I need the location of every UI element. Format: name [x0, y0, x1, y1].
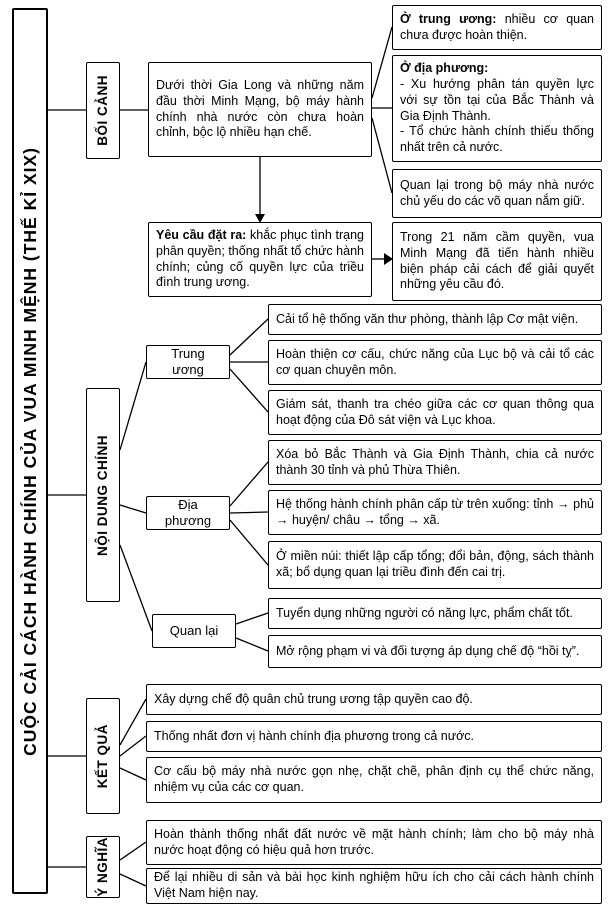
detail-quan-lai-text: Quan lại trong bộ máy nhà nước chủ yếu d… — [400, 177, 594, 208]
requirement-prefix: Yêu cầu đặt ra: — [156, 227, 247, 242]
boi-canh-detail-quan-lai-box: Quan lại trong bộ máy nhà nước chủ yếu d… — [392, 169, 602, 218]
boi-canh-detail-trung-uong-box: Ở trung ương: nhiều cơ quan chưa được ho… — [392, 5, 602, 50]
detail-trung-uong-text: nhiều cơ quan chưa được hoàn thiện. — [400, 11, 594, 42]
trung-uong-item-3: Giám sát, thanh tra chéo giữa các cơ qua… — [268, 390, 602, 435]
section-label-boi-canh-text: BỐI CẢNH — [95, 75, 111, 146]
branch-label-quan-lai: Quan lại — [152, 614, 236, 648]
y-nghia-item-2: Để lại nhiều di sản và bài học kinh nghi… — [146, 868, 602, 904]
section-label-boi-canh: BỐI CẢNH — [86, 62, 120, 159]
section-label-y-nghia: Ý NGHĨA — [86, 836, 120, 898]
quan-lai-item-2: Mở rộng phạm vi và đối tượng áp dụng chế… — [268, 635, 602, 668]
reform-result-box: Trong 21 năm cầm quyền, vua Minh Mạng đã… — [392, 222, 602, 301]
boi-canh-context-text: Dưới thời Gia Long và những năm đầu thời… — [156, 77, 364, 140]
ket-qua-item-3: Cơ cấu bộ máy nhà nước gọn nhẹ, chặt chẽ… — [146, 757, 602, 803]
requirement-box: Yêu cầu đặt ra: khắc phục tình trạng phâ… — [148, 222, 372, 297]
branch-label-dia-phuong: Địa phương — [146, 496, 230, 530]
ket-qua-item-1: Xây dựng chế độ quân chủ trung ương tập … — [146, 684, 602, 715]
requirement-text: khắc phục tình trạng phân quyền; thống n… — [156, 227, 364, 290]
dia-phuong-item-2: Hệ thống hành chính phân cấp từ trên xuố… — [268, 490, 602, 535]
ket-qua-item-2: Thống nhất đơn vị hành chính địa phương … — [146, 721, 602, 752]
diagram-title: CUỘC CẢI CÁCH HÀNH CHÍNH CỦA VUA MINH MỆ… — [12, 8, 48, 894]
section-label-ket-qua-text: KẾT QUẢ — [95, 723, 111, 789]
section-label-noi-dung-chinh: NỘI DUNG CHÍNH — [86, 388, 120, 602]
section-label-ket-qua: KẾT QUẢ — [86, 698, 120, 814]
section-label-y-nghia-text: Ý NGHĨA — [95, 837, 111, 897]
dia-phuong-item-3: Ở miền núi: thiết lập cấp tổng; đổi bản,… — [268, 541, 602, 589]
boi-canh-detail-dia-phuong-box: Ở địa phương:- Xu hướng phân tán quyền l… — [392, 55, 602, 162]
trung-uong-item-1: Cải tổ hệ thống văn thư phòng, thành lập… — [268, 304, 602, 335]
trung-uong-item-2: Hoàn thiện cơ cấu, chức năng của Lục bộ … — [268, 340, 602, 385]
quan-lai-item-1: Tuyển dụng những người có năng lực, phẩm… — [268, 598, 602, 629]
diagram-title-text: CUỘC CẢI CÁCH HÀNH CHÍNH CỦA VUA MINH MỆ… — [19, 146, 40, 756]
y-nghia-item-1: Hoàn thành thống nhất đất nước về mặt hà… — [146, 820, 602, 865]
detail-dia-phuong-text: - Xu hướng phân tán quyền lực với sự tồn… — [400, 76, 594, 155]
detail-dia-phuong-prefix: Ở địa phương: — [400, 60, 489, 75]
detail-trung-uong-prefix: Ở trung ương: — [400, 11, 497, 26]
boi-canh-context-box: Dưới thời Gia Long và những năm đầu thời… — [148, 62, 372, 157]
dia-phuong-item-1: Xóa bỏ Bắc Thành và Gia Định Thành, chia… — [268, 440, 602, 485]
reform-result-text: Trong 21 năm cầm quyền, vua Minh Mạng đã… — [400, 229, 594, 292]
section-label-noi-dung-chinh-text: NỘI DUNG CHÍNH — [95, 434, 111, 556]
branch-label-trung-uong: Trung ương — [146, 345, 230, 379]
